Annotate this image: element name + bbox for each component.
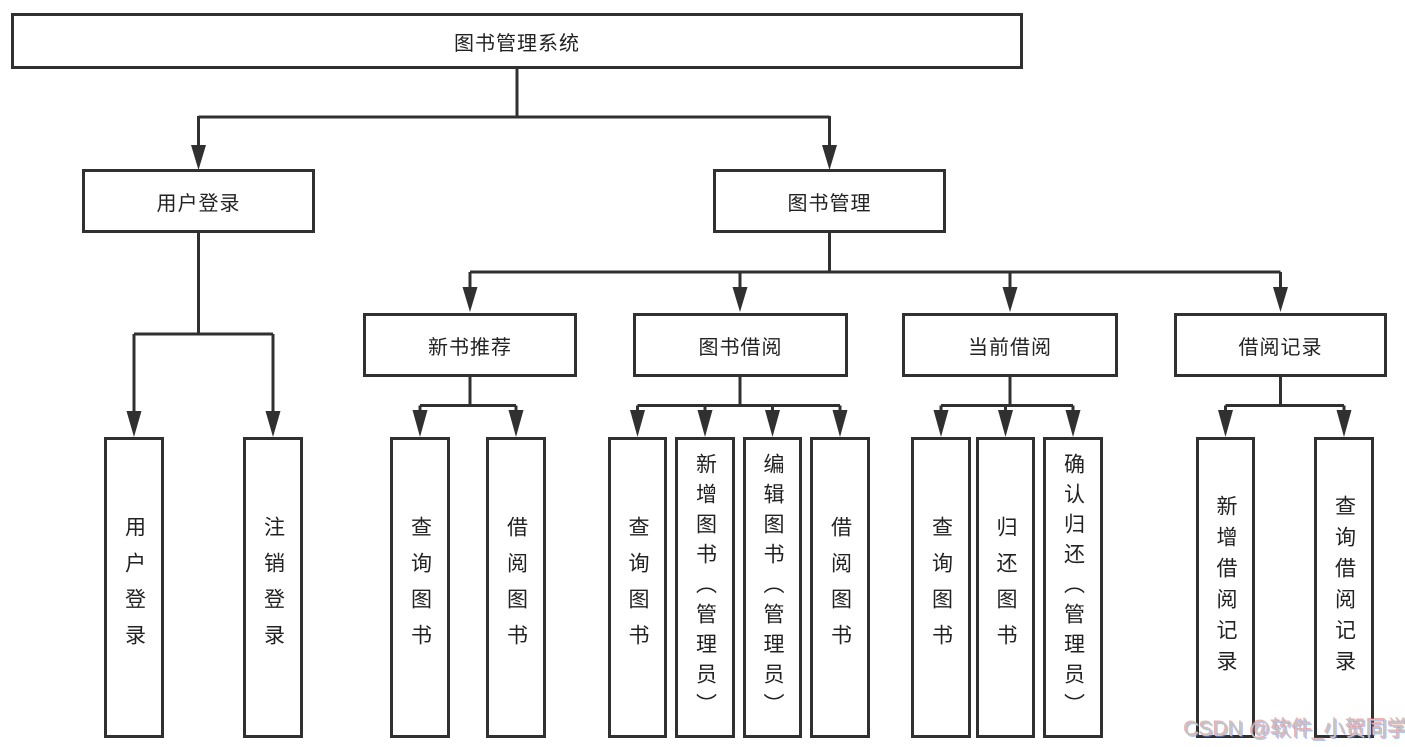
edge-current-borrow-to-leaves [933, 377, 1081, 437]
leaf-query-borrow-record-label: 查询借阅记录 [1332, 494, 1356, 681]
leaf-add-book-admin: 新增图书（管理员） [675, 437, 735, 738]
node-current-borrow: 当前借阅 [902, 313, 1118, 377]
node-borrow-records: 借阅记录 [1174, 313, 1387, 377]
node-current-borrow-label: 当前借阅 [968, 336, 1052, 359]
leaf-edit-book-admin: 编辑图书（管理员） [743, 437, 802, 738]
leaf-query-borrow-record: 查询借阅记录 [1314, 437, 1374, 738]
leaf-logout-label: 注销登录 [261, 515, 285, 660]
edge-book-borrow-to-leaves [630, 377, 848, 437]
node-library-system-label: 图书管理系统 [454, 32, 580, 55]
leaf-return-book: 归还图书 [976, 437, 1035, 738]
leaf-add-borrow-record-label: 新增借阅记录 [1214, 494, 1237, 681]
node-book-management: 图书管理 [713, 169, 946, 233]
leaf-borrow-books-recommend-label: 借阅图书 [504, 515, 528, 660]
edge-book-management-to-level3 [462, 233, 1288, 312]
node-borrow-records-label: 借阅记录 [1238, 336, 1323, 359]
leaf-return-book-label: 归还图书 [994, 515, 1017, 660]
edge-root-to-level2 [191, 68, 837, 170]
leaf-query-books-current: 查询图书 [911, 437, 971, 738]
edge-user-login-to-leaves [126, 233, 281, 437]
node-library-system: 图书管理系统 [11, 13, 1023, 69]
edge-borrow-records-to-leaves [1218, 377, 1352, 437]
leaf-borrow-books-label: 借阅图书 [828, 515, 852, 660]
leaf-confirm-return-admin-label: 确认归还（管理员） [1061, 452, 1085, 723]
leaf-query-books-current-label: 查询图书 [929, 515, 953, 660]
leaf-logout: 注销登录 [243, 437, 303, 738]
edge-new-book-recommend-to-leaves [412, 377, 524, 437]
leaf-borrow-books: 借阅图书 [810, 437, 870, 738]
leaf-query-books-borrow-label: 查询图书 [626, 515, 649, 660]
leaf-confirm-return-admin: 确认归还（管理员） [1043, 437, 1103, 738]
leaf-query-books-recommend: 查询图书 [390, 437, 450, 738]
leaf-edit-book-admin-label: 编辑图书（管理员） [761, 452, 784, 723]
node-new-book-recommend-label: 新书推荐 [428, 336, 512, 359]
leaf-borrow-books-recommend: 借阅图书 [486, 437, 546, 738]
leaf-query-books-borrow: 查询图书 [608, 437, 667, 738]
csdn-watermark: CSDN @软件_小贺同学 [1184, 718, 1405, 741]
node-book-management-label: 图书管理 [787, 192, 872, 215]
node-new-book-recommend: 新书推荐 [363, 313, 577, 377]
leaf-user-login-label: 用户登录 [122, 515, 146, 660]
leaf-query-books-recommend-label: 查询图书 [408, 515, 432, 660]
node-book-borrow: 图书借阅 [633, 313, 848, 377]
leaf-add-book-admin-label: 新增图书（管理员） [693, 452, 717, 723]
node-book-borrow-label: 图书借阅 [698, 336, 783, 359]
leaf-add-borrow-record: 新增借阅记录 [1196, 437, 1255, 738]
node-user-login-group-label: 用户登录 [156, 192, 241, 215]
node-user-login-group: 用户登录 [82, 169, 315, 233]
leaf-user-login: 用户登录 [104, 437, 164, 738]
